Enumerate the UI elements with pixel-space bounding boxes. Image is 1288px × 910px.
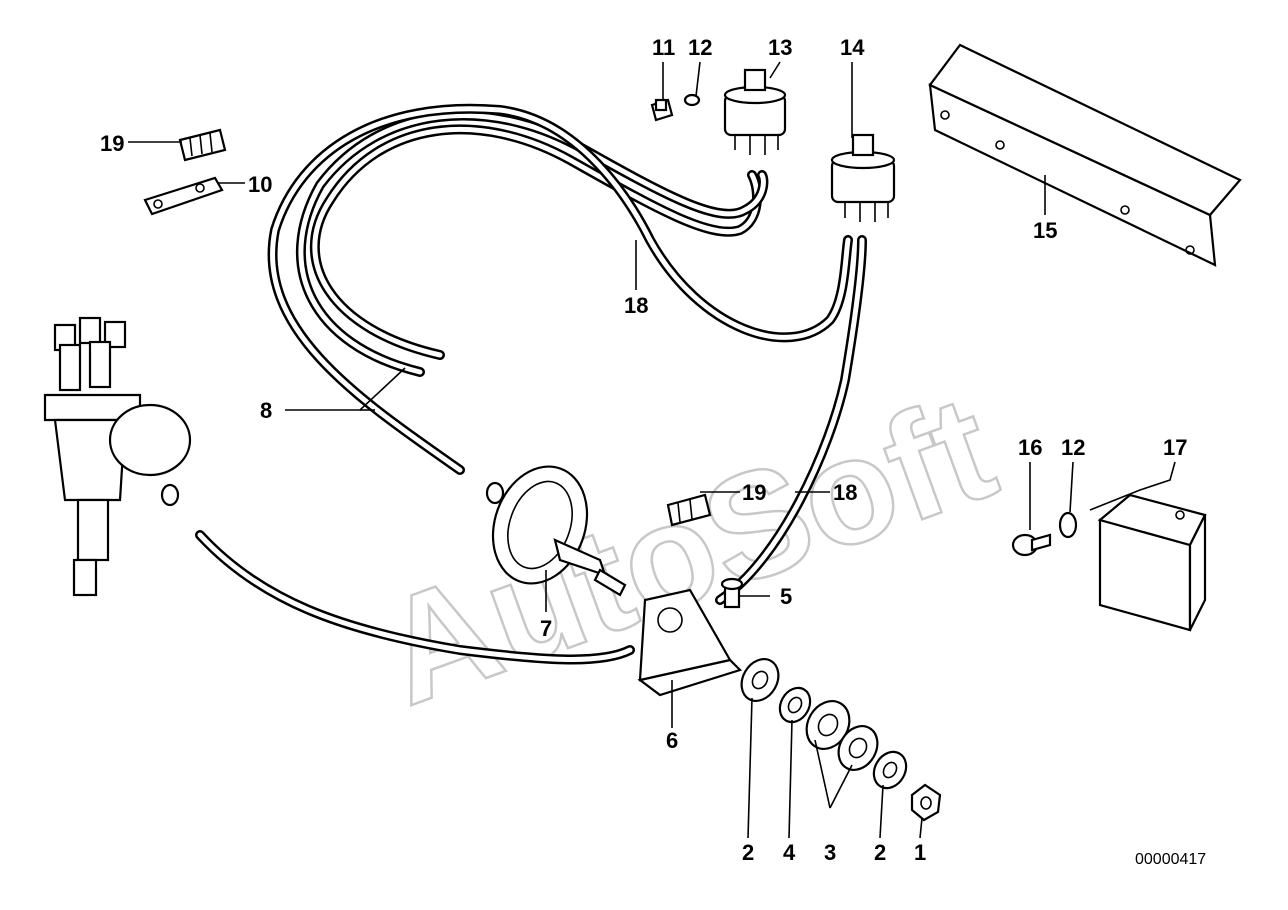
distributor: [43, 316, 192, 597]
callout-13: 13: [768, 35, 792, 60]
screw-and-washer-upper: [650, 93, 701, 122]
callout-1: 1: [914, 840, 926, 865]
callout-15: 15: [1033, 218, 1057, 243]
bolt: [720, 577, 744, 609]
nut-1: [910, 783, 942, 822]
mounting-rail: [928, 43, 1242, 267]
pressure-switch-14: [830, 133, 896, 222]
callout-19-upper: 19: [100, 131, 124, 156]
callout-19-lower: 19: [742, 480, 766, 505]
callout-3: 3: [824, 840, 836, 865]
callout-14: 14: [840, 35, 865, 60]
clamp-plate: [143, 176, 224, 216]
callout-17: 17: [1163, 435, 1187, 460]
screw-and-washer-lower: [1011, 511, 1078, 557]
callout-4: 4: [783, 840, 796, 865]
callout-8: 8: [260, 398, 272, 423]
callout-16: 16: [1018, 435, 1042, 460]
callout-18-lower: 18: [833, 480, 857, 505]
callout-10: 10: [248, 172, 272, 197]
washer-2-right: [872, 750, 908, 790]
bracket: [637, 588, 743, 697]
callout-12-lower: 12: [1061, 435, 1085, 460]
bushing-4: [778, 686, 812, 724]
callout-11: 11: [652, 35, 675, 60]
callout-12-upper: 12: [688, 35, 712, 60]
hose-clip-lower: [666, 493, 712, 527]
rubber-ring-3: [805, 700, 879, 771]
callout-5: 5: [780, 584, 792, 609]
hose-clip-upper: [178, 128, 227, 162]
callout-7: 7: [540, 616, 552, 641]
callout-2-right: 2: [874, 840, 886, 865]
callout-18-upper: 18: [624, 293, 648, 318]
control-unit: [1097, 493, 1207, 632]
washer-2-left: [740, 658, 780, 702]
vacuum-unit: [485, 465, 627, 597]
callout-2-left: 2: [742, 840, 754, 865]
callouts: 19 10 11 12 13 14 15 18 8 16 12 17 19 18…: [100, 35, 1187, 865]
leader-lines: [128, 61, 1176, 839]
pressure-switch-13: [723, 68, 787, 155]
vacuum-hose-loops: [195, 103, 867, 665]
callout-6: 6: [666, 728, 678, 753]
diagram-reference-number: 00000417: [1135, 851, 1206, 868]
